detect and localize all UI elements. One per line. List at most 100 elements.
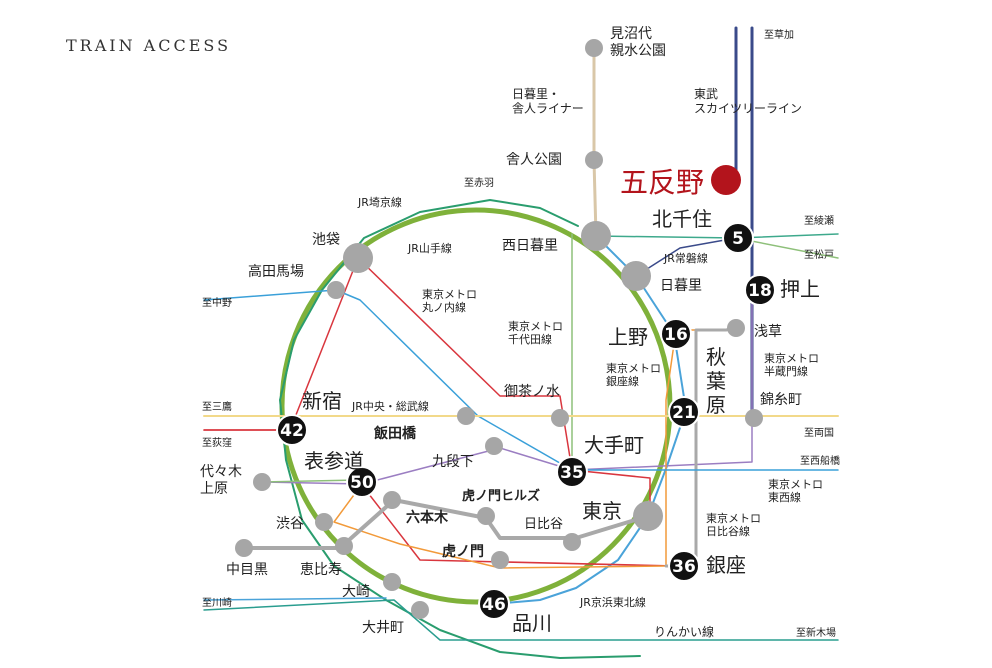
- joban-tobu-link: [635, 237, 737, 277]
- direction-matsudo-line: 至松戸: [804, 248, 834, 261]
- iidabashi-marker: [457, 407, 475, 425]
- rinkai-line: [203, 599, 839, 641]
- oshiage-label-line: 押上: [780, 277, 820, 301]
- osaki-marker: [383, 573, 401, 591]
- ueno-label-line: 上野: [608, 325, 648, 349]
- asakusa-label-line: 浅草: [754, 324, 782, 340]
- tobu-line-label-line: 東武: [694, 87, 718, 101]
- hibiya-label: 日比谷: [524, 517, 563, 532]
- tozai-line-label: 東京メトロ東西線: [768, 477, 823, 504]
- direction-ryogoku-line: 至両国: [804, 427, 834, 439]
- yoyogi-uehara-marker: [253, 473, 271, 491]
- saikyo-line-label: JR埼京線: [357, 195, 402, 209]
- direction-ogikubo-line: 至荻窪: [202, 436, 232, 449]
- yoyogi-uehara-label: 代々木上原: [200, 464, 242, 497]
- yoyogi-uehara-label-line: 代々木: [200, 464, 242, 480]
- toneri-line-label: 日暮里・舎人ライナー: [512, 87, 584, 115]
- minumadai-label-line: 見沼代: [610, 26, 652, 42]
- ikebukuro-marker: [343, 243, 373, 273]
- tozai-line: [203, 289, 839, 471]
- ginza-label-line: 銀座: [706, 553, 746, 577]
- kudanshita-label: 九段下: [432, 454, 474, 470]
- toneri-koen-marker: [585, 151, 603, 169]
- rinkai-line-label: りんかい線: [654, 624, 714, 639]
- shinjuku-label-line: 新宿: [302, 389, 342, 413]
- ebisu-label: 恵比寿: [300, 561, 342, 578]
- nippori-marker: [621, 261, 651, 291]
- nishinippori-label: 西日暮里: [502, 238, 558, 254]
- gotanno-marker: [711, 165, 741, 195]
- direction-nakano: 至中野: [202, 296, 232, 309]
- ginza-south: [333, 483, 667, 569]
- nakameguro-marker: [235, 539, 253, 557]
- hibiya-line-label-line: 日比谷線: [706, 524, 750, 538]
- kitasenju-label-line: 北千住: [652, 207, 712, 231]
- keihin-tohoku-line: [493, 235, 687, 605]
- badge-otemachi: [556, 456, 588, 488]
- marunouchi-line: [203, 257, 651, 517]
- toranomon-marker: [491, 551, 509, 569]
- shinagawa-label-line: 品川: [512, 611, 552, 635]
- badge-akihabara: [668, 396, 700, 428]
- direction-akabane: 至赤羽: [464, 177, 494, 189]
- shibuya-label: 渋谷: [276, 516, 304, 532]
- hibiya-line-label-line: 東京メトロ: [706, 511, 761, 525]
- chiyoda-line-label-line: 東京メトロ: [508, 319, 563, 333]
- oshiage-label: 押上: [780, 277, 820, 301]
- minutes-akihabara: 21: [672, 403, 696, 423]
- minutes-shinjuku: 42: [280, 421, 304, 441]
- asakusa-marker: [727, 319, 745, 337]
- nishinippori-label-line: 西日暮里: [502, 238, 558, 254]
- oimachi-label: 大井町: [362, 620, 404, 636]
- omotesando-label-line: 表参道: [304, 449, 364, 473]
- origin-label: 五反野: [620, 166, 704, 199]
- nippori-label: 日暮里: [660, 278, 702, 294]
- marunouchi-line-label-line: 東京メトロ: [422, 287, 477, 301]
- direction-shinkiba-line: 至新木場: [796, 626, 836, 639]
- minumadai-label: 見沼代親水公園: [610, 26, 666, 59]
- ebisu-label-line: 恵比寿: [300, 561, 342, 578]
- minutes-shinagawa: 46: [482, 595, 506, 615]
- toneri-line-label-line: 舎人ライナー: [512, 101, 584, 115]
- ochanomizu-label: 御茶ノ水: [504, 384, 560, 400]
- direction-ayase-line: 至綾瀬: [804, 214, 834, 227]
- badge-ueno: [660, 318, 692, 350]
- hanzomon-line: [261, 289, 753, 485]
- direction-nishifunabashi-line: 至西船橋: [800, 454, 840, 467]
- takadanobaba-marker: [327, 281, 345, 299]
- toneri-line-label-line: 日暮里・: [512, 87, 560, 101]
- yamanote-line-label-line: JR山手線: [407, 241, 452, 255]
- keihin-line-label: JR京浜東北線: [579, 595, 646, 609]
- toranomon-hills-label: 虎ノ門ヒルズ: [462, 488, 540, 504]
- shibuya-label-line: 渋谷: [276, 516, 304, 532]
- map-labels: 五反野北千住押上上野秋葉原新宿大手町表参道東京銀座品川見沼代親水公園舎人公園西日…: [200, 26, 840, 639]
- toranomon-label-line: 虎ノ門: [442, 543, 484, 560]
- akihabara-label-line: 原: [706, 393, 726, 417]
- marunouchi-line-label-line: 丸ノ内線: [422, 300, 466, 314]
- shinagawa-label: 品川: [512, 611, 552, 635]
- direction-soka: 至草加: [764, 29, 794, 41]
- roppongi-label: 六本木: [406, 509, 449, 526]
- badge-shinjuku: [276, 414, 308, 446]
- saikyo-line: [279, 199, 641, 659]
- badge-ginza: [668, 550, 700, 582]
- hibiya-label-line: 日比谷: [524, 517, 563, 532]
- tozai-line-label-line: 東西線: [768, 490, 801, 504]
- direction-matsudo: 至松戸: [804, 248, 834, 261]
- minutes-kitasenju: 5: [732, 229, 744, 249]
- shibuya-marker: [315, 513, 333, 531]
- roppongi-marker: [383, 491, 401, 509]
- direction-mitaka-line: 至三鷹: [202, 400, 232, 413]
- akihabara-label-line: 葉: [706, 369, 726, 393]
- ikebukuro-label-line: 池袋: [312, 232, 340, 248]
- tokyo-marker: [633, 501, 663, 531]
- toneri-liner: [592, 46, 598, 238]
- direction-ogikubo: 至荻窪: [202, 436, 232, 449]
- akihabara-label-line: 秋: [706, 345, 726, 369]
- kudanshita-label-line: 九段下: [432, 454, 474, 470]
- kinshicho-label-line: 錦糸町: [760, 391, 802, 408]
- keihin-south: [203, 597, 387, 601]
- iidabashi-label-line: 飯田橋: [373, 425, 417, 442]
- direction-ayase: 至綾瀬: [804, 214, 834, 227]
